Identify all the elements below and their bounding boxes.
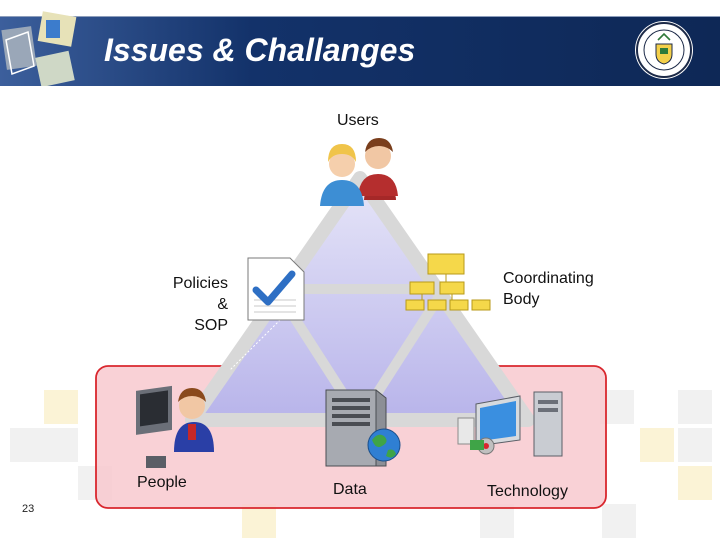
policies-label: Policies & SOP	[166, 273, 228, 336]
bg-tile	[44, 390, 78, 424]
bg-tile	[44, 428, 78, 462]
coordinating-body-label-line: Coordinating	[503, 270, 594, 287]
header-band	[0, 17, 720, 86]
desktop-computer-icon	[457, 391, 563, 457]
people-label: People	[137, 474, 187, 491]
server-globe-icon	[325, 389, 401, 467]
bg-tile	[602, 504, 636, 538]
policies-label-line: &	[217, 296, 228, 313]
policies-label-line: SOP	[194, 317, 228, 334]
policies-label-line: Policies	[172, 275, 228, 292]
page-number: 23	[22, 503, 35, 515]
users-label: Users	[337, 112, 379, 129]
org-chart-icon	[405, 253, 491, 311]
coordinating-body-label-line: Body	[503, 291, 540, 308]
technology-label: Technology	[487, 483, 568, 500]
checklist-document-icon	[247, 257, 305, 321]
bg-tile	[10, 428, 44, 462]
data-label: Data	[333, 481, 367, 498]
bg-tile	[242, 504, 276, 538]
bg-tile	[678, 466, 712, 500]
slide-header	[0, 0, 720, 86]
university-seal-icon	[635, 21, 693, 79]
header-collage-icon	[1, 11, 77, 86]
coordinating-body-label: Coordinating Body	[503, 268, 594, 310]
person-at-computer-icon	[136, 385, 214, 468]
triangle-shape	[185, 171, 535, 427]
bg-tile	[480, 504, 514, 538]
page-title: Issues & Challanges	[104, 32, 416, 68]
bg-tile	[640, 428, 674, 462]
users-icon	[320, 138, 398, 206]
bg-tile	[678, 428, 712, 462]
bg-tile	[678, 390, 712, 424]
